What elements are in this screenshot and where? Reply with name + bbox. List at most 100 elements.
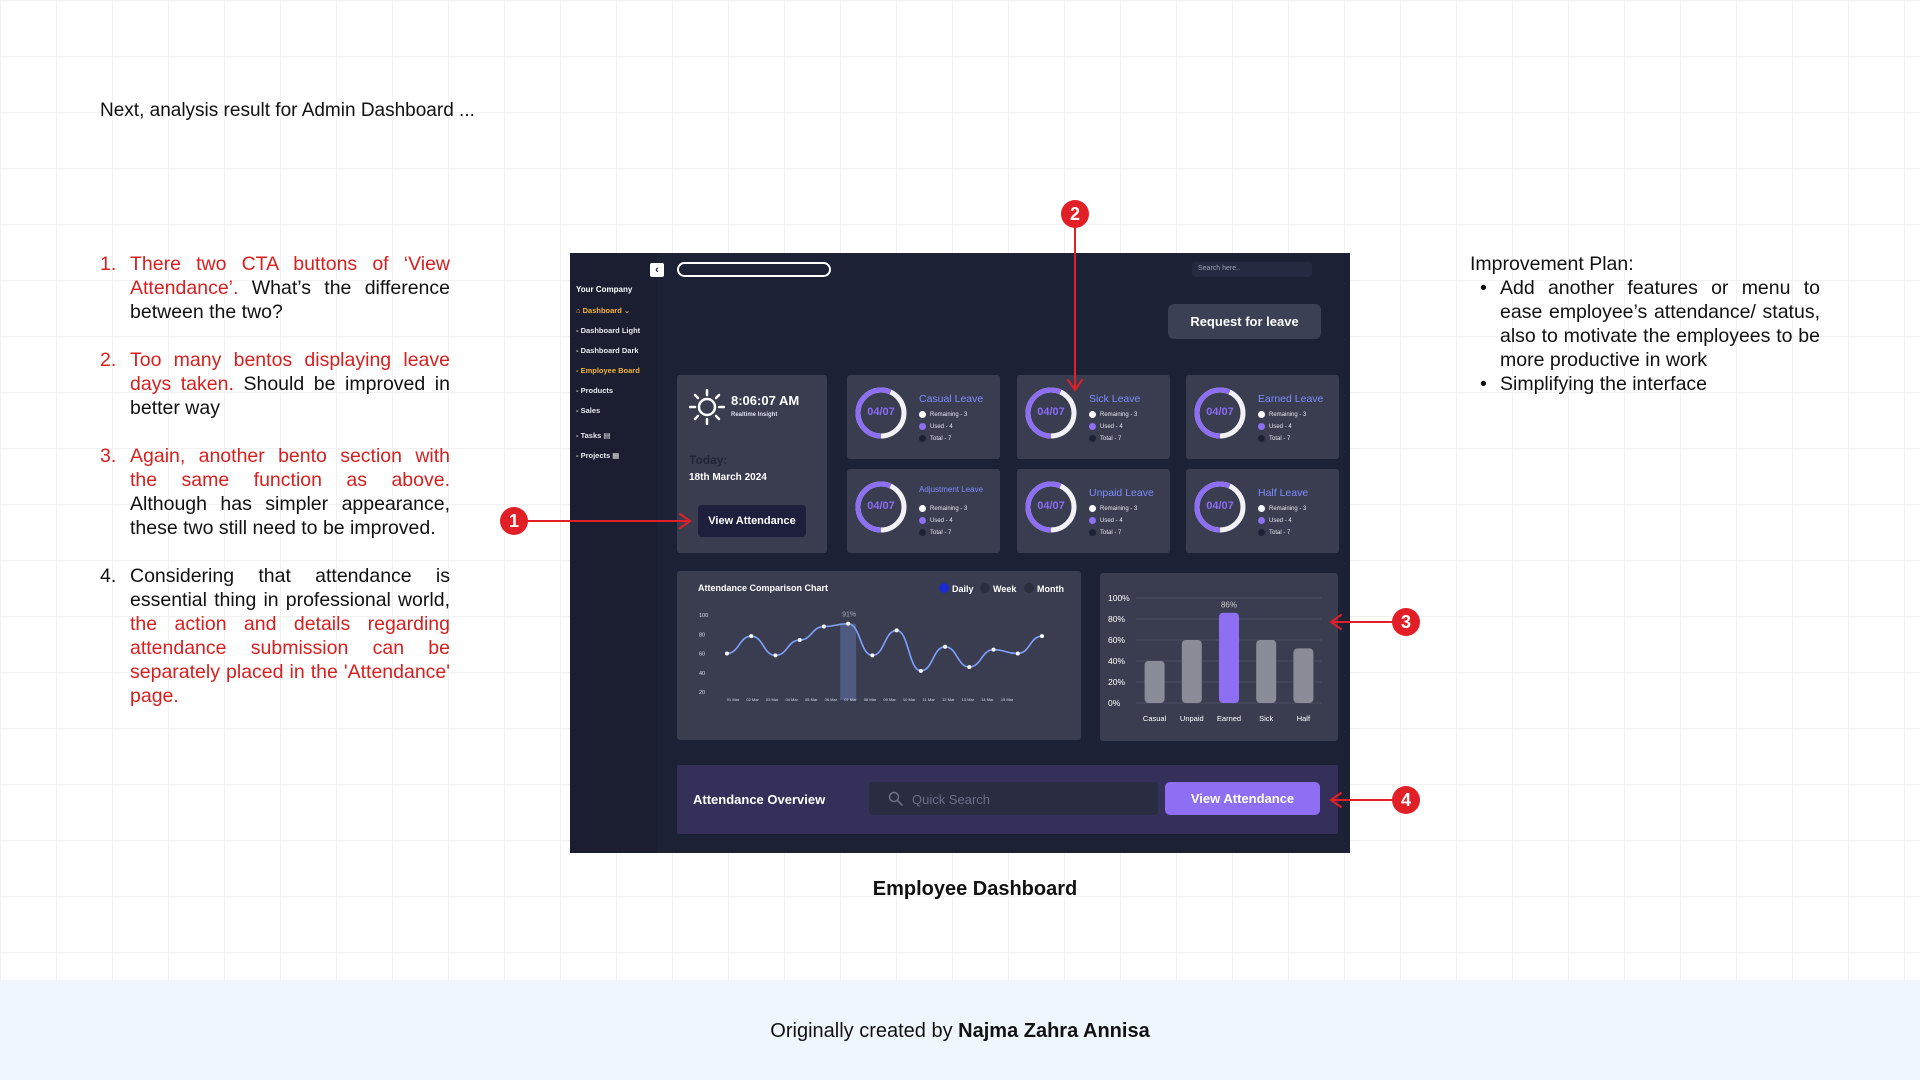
data-point <box>918 668 923 673</box>
total-dot-icon <box>919 529 926 536</box>
leave-total: Total - 7 <box>1100 436 1122 442</box>
annotation-marker-3: 3 <box>1392 608 1420 636</box>
remaining-dot-icon <box>1258 411 1265 418</box>
sidebar-item-projects[interactable]: - Projects ▦ <box>576 451 620 460</box>
data-point <box>967 664 972 669</box>
x-tick-label: 13 Mar <box>962 697 975 702</box>
data-point <box>749 634 754 639</box>
sidebar-item-products[interactable]: - Products <box>576 386 614 395</box>
data-point <box>797 638 802 643</box>
leave-remaining: Remaining - 3 <box>1269 506 1307 512</box>
annotation-marker-2: 2 <box>1061 200 1089 228</box>
sidebar-item-dashboard-light[interactable]: - Dashboard Light <box>576 326 641 335</box>
intro-text: Next, analysis result for Admin Dashboar… <box>100 100 475 121</box>
x-tick-label: 12 Mar <box>942 697 955 702</box>
used-dot-icon <box>1258 423 1265 430</box>
y-tick-label: 80% <box>1108 614 1125 624</box>
plan-item: Simplifying the interface <box>1470 372 1820 396</box>
radio-selected-icon <box>939 583 949 593</box>
sidebar-item-sales[interactable]: - Sales <box>576 406 601 415</box>
x-tick-label: 02 Mar <box>746 697 759 702</box>
chart-title: Attendance Comparison Chart <box>698 583 829 593</box>
plan-title: Improvement Plan: <box>1470 253 1634 275</box>
y-tick-label: 20 <box>699 690 705 696</box>
note-text: What’s the difference between the two? <box>130 277 450 323</box>
total-dot-icon <box>1089 529 1096 536</box>
leave-remaining: Remaining - 3 <box>1100 412 1138 418</box>
total-dot-icon <box>1258 435 1265 442</box>
y-tick-label: 60 <box>699 652 705 658</box>
leave-title: Adjustment Leave <box>919 485 984 494</box>
legend-month[interactable]: Month <box>1024 583 1064 594</box>
progress-ring-icon <box>855 387 907 439</box>
bar-data-label: 86% <box>1221 601 1237 610</box>
sidebar-item-label: Tasks <box>580 431 602 440</box>
note-item-1: 1.There two CTA buttons of ‘View Attenda… <box>100 252 450 324</box>
x-tick-label: 07 Mar <box>844 697 857 702</box>
x-tick-label: 10 Mar <box>903 697 916 702</box>
progress-ring-icon <box>1194 481 1246 533</box>
request-leave-button[interactable]: Request for leave <box>1168 304 1321 339</box>
data-point <box>1015 651 1020 656</box>
y-tick-label: 40 <box>699 671 705 677</box>
sidebar-item-employee-board[interactable]: - Employee Board <box>576 366 640 375</box>
remaining-dot-icon <box>1089 505 1096 512</box>
note-text: Although has simpler appearance, these t… <box>130 493 450 539</box>
data-point <box>846 621 851 626</box>
used-dot-icon <box>919 517 926 524</box>
collapse-sidebar-icon[interactable]: ‹ <box>650 263 664 277</box>
x-tick-label: Half <box>1297 714 1311 723</box>
x-tick-label: 11 Mar <box>923 697 936 702</box>
search-input[interactable]: Search here.. <box>1192 262 1312 277</box>
x-tick-label: 15 Mar <box>1001 697 1014 702</box>
today-date: 18th March 2024 <box>689 472 767 483</box>
sidebar-item-dashboard[interactable]: ⌂ Dashboard ⌄ <box>576 306 630 315</box>
bar <box>1293 648 1314 703</box>
remaining-dot-icon <box>1089 411 1096 418</box>
bar <box>1144 661 1165 703</box>
top-input-pill[interactable] <box>677 262 831 277</box>
view-attendance-button-top[interactable]: View Attendance <box>698 505 806 537</box>
y-tick-label: 20% <box>1108 677 1125 687</box>
leave-used: Used - 4 <box>1269 518 1292 524</box>
leave-value: 04/07 <box>1037 500 1065 512</box>
leave-title: Earned Leave <box>1258 393 1324 405</box>
note-highlight: Too many bentos displaying leave days ta… <box>130 349 450 395</box>
view-attendance-button-bottom[interactable]: View Attendance <box>1165 782 1320 815</box>
attendance-overview-bar: Attendance Overview Quick Search View At… <box>677 765 1338 834</box>
sidebar-item-label: Projects <box>580 451 611 460</box>
leave-total: Total - 7 <box>930 436 952 442</box>
x-tick-label: 04 Mar <box>785 697 798 702</box>
sidebar-item-tasks[interactable]: - Tasks ▤ <box>576 431 611 440</box>
legend-daily[interactable]: Daily <box>939 583 974 594</box>
remaining-dot-icon <box>1258 505 1265 512</box>
credit-prefix: Originally created by <box>770 1020 959 1042</box>
leave-total: Total - 7 <box>1100 530 1122 536</box>
chevron-down-icon: ⌄ <box>623 306 631 315</box>
company-name: Your Company <box>576 285 633 294</box>
legend-label: Month <box>1037 584 1064 594</box>
x-tick-label: Unpaid <box>1180 714 1204 723</box>
note-number: 1. <box>100 253 117 275</box>
data-point <box>725 651 729 656</box>
x-tick-label: 06 Mar <box>825 697 838 702</box>
legend-week[interactable]: Week <box>980 583 1016 594</box>
radio-icon <box>980 583 990 593</box>
note-number: 2. <box>100 349 117 371</box>
x-tick-label: 01 Mar <box>727 697 740 702</box>
sidebar-item-dashboard-dark[interactable]: - Dashboard Dark <box>576 346 639 355</box>
used-dot-icon <box>1089 423 1096 430</box>
note-highlight: the action and details regarding attenda… <box>130 613 450 707</box>
progress-ring-icon <box>1025 481 1077 533</box>
x-tick-label: 14 Mar <box>981 697 994 702</box>
leave-used: Used - 4 <box>930 424 953 430</box>
quick-search-input[interactable]: Quick Search <box>869 782 1158 815</box>
